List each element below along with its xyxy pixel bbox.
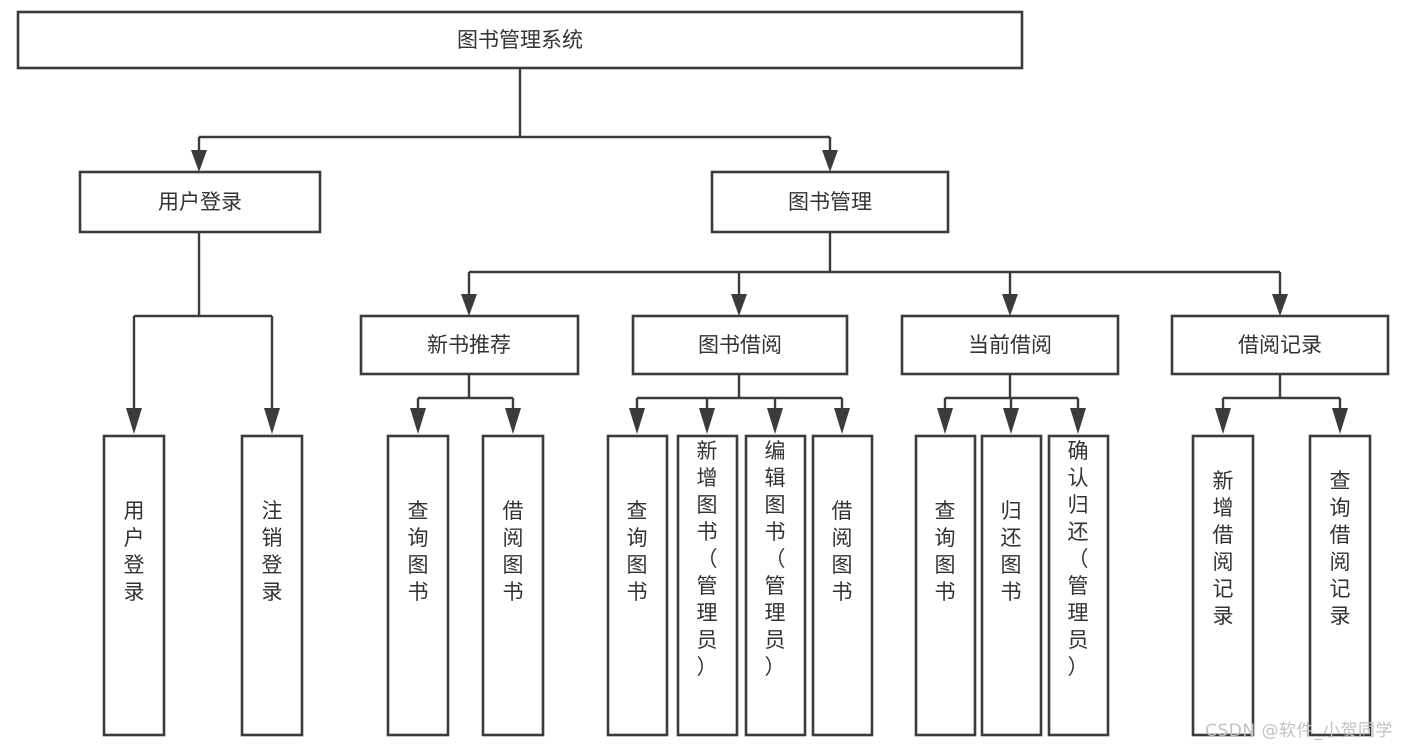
- book-manage-box[interactable]: [710, 170, 950, 234]
- node-leaf-add-book[interactable]: 新增图书（管理员）: [676, 434, 739, 737]
- new-book-box[interactable]: [359, 314, 580, 376]
- node-leaf-add-record[interactable]: 新增借阅记录: [1191, 434, 1255, 737]
- node-borrow-record[interactable]: 借阅记录: [1170, 314, 1390, 376]
- leaf-d1-box[interactable]: [914, 434, 977, 737]
- arrow-head-leaf-c2: [699, 408, 715, 434]
- root-label: 图书管理系统: [457, 28, 583, 52]
- leaf-e1-box[interactable]: [1191, 434, 1255, 737]
- user-login-label: 用户登录: [158, 190, 242, 214]
- node-leaf-user-login[interactable]: 用户登录: [102, 434, 166, 737]
- arrow-head-current-borrow: [1002, 294, 1018, 316]
- arrow-head-leaf-b2: [505, 408, 521, 434]
- node-leaf-logout[interactable]: 注销登录: [240, 434, 304, 737]
- borrow-record-label: 借阅记录: [1238, 333, 1322, 357]
- leaf-d2-box[interactable]: [980, 434, 1043, 737]
- node-book-borrow[interactable]: 图书借阅: [631, 314, 849, 376]
- leaf-d3-box[interactable]: [1047, 434, 1110, 737]
- arrow-head-user-login: [191, 150, 207, 172]
- leaf-a1-label: 用户登录: [124, 499, 145, 604]
- node-current-borrow[interactable]: 当前借阅: [900, 314, 1120, 376]
- leaf-d3-label: 确认归还（管理员）: [1068, 439, 1089, 679]
- new-book-label: 新书推荐: [427, 333, 511, 357]
- arrow-head-leaf-d3: [1070, 408, 1086, 434]
- book-borrow-label: 图书借阅: [698, 333, 782, 357]
- leaf-e2-box[interactable]: [1308, 434, 1372, 737]
- leaf-c1-box[interactable]: [606, 434, 669, 737]
- node-leaf-query-book-1[interactable]: 查询图书: [386, 434, 450, 737]
- node-leaf-query-book-2[interactable]: 查询图书: [606, 434, 669, 737]
- node-leaf-edit-book[interactable]: 编辑图书（管理员）: [744, 434, 807, 737]
- leaf-nodes-layer: 用户登录 注销登录 查询图书 借阅图书 查询图书 新增图书（管理员） 编辑图书（…: [102, 434, 1372, 737]
- arrow-head-leaf-c3: [767, 408, 783, 434]
- node-new-book[interactable]: 新书推荐: [359, 314, 580, 376]
- leaf-c3-label: 编辑图书（管理员）: [765, 439, 786, 679]
- node-leaf-borrow-book-1[interactable]: 借阅图书: [481, 434, 545, 737]
- node-user-login[interactable]: 用户登录: [78, 170, 322, 234]
- arrow-head-leaf-a2: [264, 408, 280, 434]
- leaf-a2-box[interactable]: [240, 434, 304, 737]
- leaf-c3-box[interactable]: [744, 434, 807, 737]
- node-leaf-borrow-book-2[interactable]: 借阅图书: [811, 434, 874, 737]
- current-borrow-box[interactable]: [900, 314, 1120, 376]
- leaf-b2-label: 借阅图书: [503, 499, 524, 604]
- arrow-head-leaf-e2: [1332, 408, 1348, 434]
- current-borrow-label: 当前借阅: [968, 333, 1052, 357]
- node-leaf-confirm-return[interactable]: 确认归还（管理员）: [1047, 434, 1110, 737]
- node-root[interactable]: 图书管理系统: [16, 10, 1024, 70]
- leaf-b1-label: 查询图书: [408, 499, 429, 604]
- leaf-c2-box[interactable]: [676, 434, 739, 737]
- node-leaf-return-book[interactable]: 归还图书: [980, 434, 1043, 737]
- leaf-a1-box[interactable]: [102, 434, 166, 737]
- leaf-b2-box[interactable]: [481, 434, 545, 737]
- leaf-c4-label: 借阅图书: [832, 499, 853, 604]
- arrow-head-leaf-c4: [834, 408, 850, 434]
- leaf-d1-label: 查询图书: [935, 499, 956, 604]
- node-leaf-query-record[interactable]: 查询借阅记录: [1308, 434, 1372, 737]
- connector-layer: [126, 68, 1348, 434]
- borrow-record-box[interactable]: [1170, 314, 1390, 376]
- leaf-c1-label: 查询图书: [627, 499, 648, 604]
- arrow-head-leaf-e1: [1215, 408, 1231, 434]
- leaf-c2-label: 新增图书（管理员）: [697, 439, 718, 679]
- book-manage-label: 图书管理: [788, 190, 872, 214]
- arrow-head-leaf-c1: [629, 408, 645, 434]
- arrow-head-book-borrow: [731, 294, 747, 316]
- arrow-head-leaf-b1: [410, 408, 426, 434]
- node-leaf-query-book-3[interactable]: 查询图书: [914, 434, 977, 737]
- arrow-head-borrow-record: [1272, 294, 1288, 316]
- user-login-box[interactable]: [78, 170, 322, 234]
- node-book-manage[interactable]: 图书管理: [710, 170, 950, 234]
- arrow-head-book-manage: [822, 150, 838, 172]
- leaf-b1-box[interactable]: [386, 434, 450, 737]
- arrow-head-leaf-d1: [937, 408, 953, 434]
- root-box[interactable]: [16, 10, 1024, 70]
- leaf-d2-label: 归还图书: [1001, 499, 1022, 604]
- book-borrow-box[interactable]: [631, 314, 849, 376]
- leaf-a2-label: 注销登录: [262, 499, 283, 604]
- arrow-head-leaf-a1: [126, 408, 142, 434]
- arrow-head-leaf-d2: [1003, 408, 1019, 434]
- arrow-head-new-book: [461, 294, 477, 316]
- leaf-e2-label: 查询借阅记录: [1330, 469, 1351, 628]
- leaf-c4-box[interactable]: [811, 434, 874, 737]
- leaf-e1-label: 新增借阅记录: [1213, 469, 1234, 628]
